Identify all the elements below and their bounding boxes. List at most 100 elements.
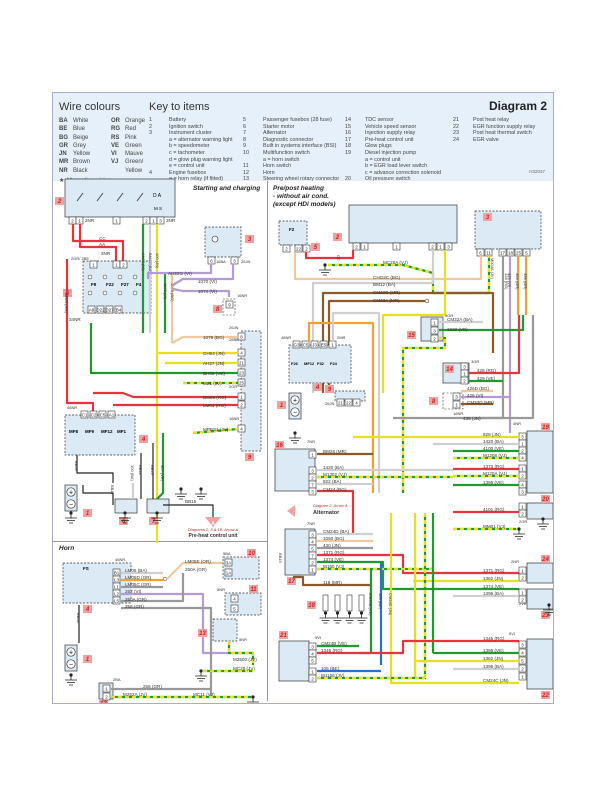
pin-number: B4 (116, 308, 122, 313)
wire-107 (156, 433, 165, 500)
key-item-label: b = speedometer (169, 143, 210, 150)
horn-switch (224, 592, 262, 616)
wire-label: CH04 (JN) (203, 351, 225, 356)
wire-cc-r (304, 250, 355, 260)
glow-plug-icon (322, 594, 329, 612)
pin-number: 1 (455, 403, 458, 408)
item-number: 2 (335, 235, 340, 241)
key-item-number: 18 (345, 143, 351, 150)
wire-label: CM32A (MR) (373, 298, 400, 303)
wire-label: 1074 (VI) (198, 289, 217, 294)
section-starting-charging: Starting and charging (193, 185, 261, 192)
connector-pin (230, 594, 239, 603)
wire-junction (424, 298, 430, 304)
key-item-label: Diagnostic connector (263, 136, 314, 143)
preheat-title-line1: Pre/post heating (273, 185, 324, 192)
pin-number: B1 (114, 571, 120, 576)
pin-number: 4 (240, 351, 243, 356)
connector-pin (98, 410, 107, 419)
connector-pin (156, 216, 165, 225)
wire-ch02c (293, 252, 483, 281)
connector-pin (308, 674, 317, 683)
fuse-label: F26 (291, 361, 299, 366)
item-badge (249, 585, 258, 593)
connector-pin (518, 509, 527, 518)
key-item-number: 6 (243, 123, 246, 130)
pin-number: 3 (433, 329, 436, 334)
pin-number: 3 (521, 643, 524, 648)
ground-icon (513, 529, 525, 540)
wire-label: 5BA (223, 551, 231, 556)
item-number: 9 (328, 387, 332, 393)
wire-bb28 (76, 455, 114, 483)
wire-label: 428 (RG) (504, 273, 509, 290)
connector-pin (336, 398, 345, 407)
connector-pin (102, 692, 111, 701)
battery-negative-icon (290, 407, 300, 417)
connector-pin (430, 334, 439, 343)
wire-label: BM12 (BA) (148, 253, 153, 273)
pin-number: 1 (311, 568, 314, 573)
wire-colours-title: Wire colours (59, 101, 121, 113)
pin-number: 5 (521, 659, 524, 664)
wire-label: BM12 (BA) (373, 282, 396, 287)
item-number: 14 (446, 367, 453, 373)
wire-label: 100 (JN) (155, 253, 160, 269)
item-number: 1 (86, 657, 90, 663)
connector-pin (301, 340, 310, 349)
fuse-icon (132, 274, 138, 280)
pin-number: 1 (240, 395, 243, 400)
wire-bb17 (82, 485, 114, 505)
wire-1076-bg (171, 335, 238, 344)
wire-ba-vert (331, 311, 381, 493)
key-item: a = horn relay (if fitted) (149, 176, 233, 183)
connector-pin (452, 392, 461, 401)
item-number: 4 (141, 437, 146, 443)
connector-pin (319, 340, 328, 349)
wire-label: AH27 (JN) (203, 361, 225, 366)
key-item-label: Diesel injection pump (365, 149, 417, 156)
ground-icon (355, 613, 368, 624)
key-item-label: d = glow plug warning light (169, 156, 233, 163)
section-divider-horizontal (53, 541, 267, 542)
wire-label: 1072 (VI) (163, 283, 168, 300)
pin-number: 2 (305, 247, 308, 252)
wire-label: ML1 (JV) (203, 381, 222, 386)
wire-label: 2VE (519, 601, 527, 606)
wire-label: 1374 (VE) (323, 557, 344, 562)
item-badge (213, 305, 222, 313)
connector-pin (352, 242, 361, 251)
pin-number: 1 (463, 372, 466, 377)
connector-pin (444, 242, 453, 251)
key-item-number: 11 (243, 163, 249, 170)
connector-pin (107, 410, 116, 419)
battery-negative-icon (66, 499, 76, 509)
item-badge (333, 233, 342, 241)
fuse-label: FS (83, 566, 89, 571)
wire-label: M1302 (VJ) (323, 472, 347, 477)
fuse-label: F24 (330, 361, 338, 366)
item-number: 21 (279, 633, 287, 639)
wire-label: LM01 (RG) (203, 403, 226, 408)
wire-label: 1050 (BG) (323, 536, 345, 541)
key-item-label: Horn (263, 169, 275, 176)
item-badge (407, 331, 416, 339)
pin-number: 2 (105, 695, 108, 700)
connector-pin (392, 242, 401, 251)
key-item-label: Oil pressure switch (365, 176, 411, 183)
wire-label: 429 (VE) (477, 376, 496, 381)
wire-label: 435 (OR) (523, 273, 528, 290)
ground-icon (343, 613, 356, 624)
section-preheat: Pre/post heating - without air cond. (ex… (273, 185, 336, 209)
wire-label: 5VI (315, 635, 321, 640)
wire-label: 107 (VE) (160, 465, 165, 481)
item-badge (325, 385, 334, 393)
pin-number: 2 (311, 677, 314, 682)
wire-label: BB15 (278, 553, 283, 564)
